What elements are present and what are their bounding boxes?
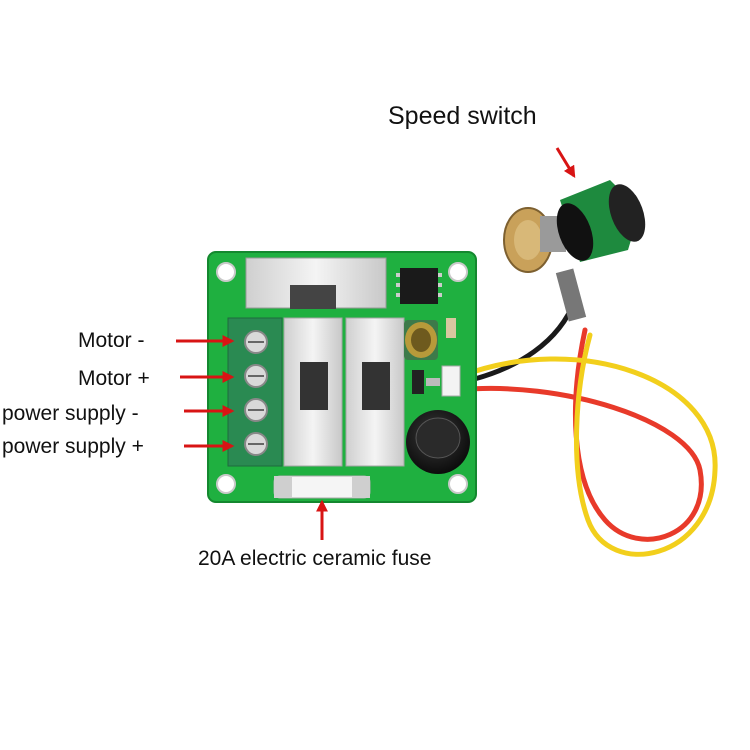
pcb-board [207,251,477,503]
small-capacitor [404,320,438,360]
annotation-arrows [176,147,576,540]
motor-plus-label: Motor + [78,367,150,390]
ceramic-fuse [273,475,371,499]
terminal-block [227,317,283,467]
fuse-label: 20A electric ceramic fuse [198,547,432,570]
power-supply-minus-label: power supply - [2,402,139,425]
arrow-speed-switch [555,147,576,179]
wires [455,297,718,557]
wire-yellow [455,332,718,557]
motor-minus-label: Motor - [78,329,145,352]
large-capacitor [406,410,470,474]
power-supply-plus-label: power supply + [2,435,144,458]
speed-switch-label: Speed switch [388,102,537,130]
potentiometer [503,180,646,322]
speed-knob [556,180,646,262]
